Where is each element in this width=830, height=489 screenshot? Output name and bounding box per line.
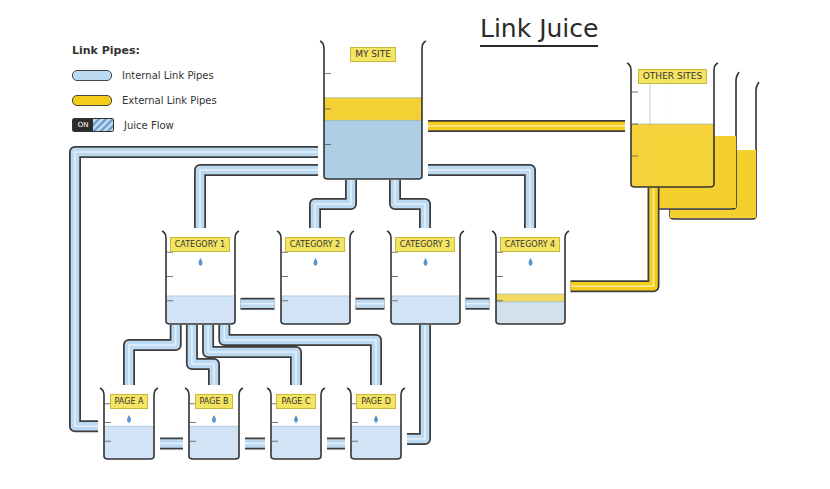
link-pipe — [395, 180, 425, 228]
beaker: PAGE D — [345, 385, 407, 460]
beaker-label: PAGE C — [276, 394, 315, 409]
legend: Link Pipes: Internal Link PipesExternal L… — [72, 44, 217, 132]
beaker: OTHER SITES — [625, 60, 720, 188]
link-pipe — [407, 325, 425, 439]
beaker-label: CATEGORY 4 — [500, 237, 560, 252]
link-pipe — [245, 443, 265, 444]
legend-text: Internal Link Pipes — [122, 70, 214, 81]
beaker-label: CATEGORY 2 — [285, 237, 345, 252]
beaker-label: CATEGORY 1 — [170, 237, 230, 252]
diagram-title: Link Juice — [480, 14, 598, 47]
legend-swatch — [72, 95, 112, 106]
beaker-label: CATEGORY 3 — [395, 237, 455, 252]
beaker: CATEGORY 3 — [385, 228, 466, 325]
link-pipe — [356, 303, 385, 304]
beaker: CATEGORY 2 — [275, 228, 356, 325]
link-pipe — [428, 126, 625, 127]
legend-text: Juice Flow — [124, 120, 174, 131]
link-pipe — [327, 443, 345, 444]
link-pipe — [428, 170, 530, 228]
link-pipe — [129, 325, 176, 385]
link-pipe — [571, 188, 654, 286]
beaker-label: PAGE D — [356, 394, 396, 409]
beaker-label: PAGE A — [110, 394, 149, 409]
toggle-label: ON — [73, 119, 93, 131]
beaker-label: MY SITE — [350, 47, 396, 62]
legend-swatch — [72, 70, 112, 81]
legend-text: External Link Pipes — [122, 95, 217, 106]
beaker: CATEGORY 4 — [490, 228, 571, 325]
flow-stripes — [93, 119, 113, 131]
beaker: PAGE A — [98, 385, 160, 460]
link-pipe — [160, 443, 183, 444]
beaker: CATEGORY 1 — [160, 228, 241, 325]
beaker-label: OTHER SITES — [638, 69, 707, 84]
link-pipe — [466, 303, 490, 304]
legend-heading: Link Pipes: — [72, 44, 217, 57]
beaker: PAGE C — [265, 385, 327, 460]
link-pipe — [200, 170, 318, 228]
legend-row: Internal Link Pipes — [72, 68, 217, 82]
beaker-label: PAGE B — [195, 394, 234, 409]
link-pipe — [224, 325, 376, 385]
legend-row: External Link Pipes — [72, 93, 217, 107]
legend-row: ON Juice Flow — [72, 118, 217, 132]
beaker: PAGE B — [183, 385, 245, 460]
link-pipe — [315, 180, 351, 228]
beaker: MY SITE — [318, 38, 428, 180]
toggle-switch: ON — [72, 118, 114, 132]
link-pipe — [241, 303, 275, 304]
